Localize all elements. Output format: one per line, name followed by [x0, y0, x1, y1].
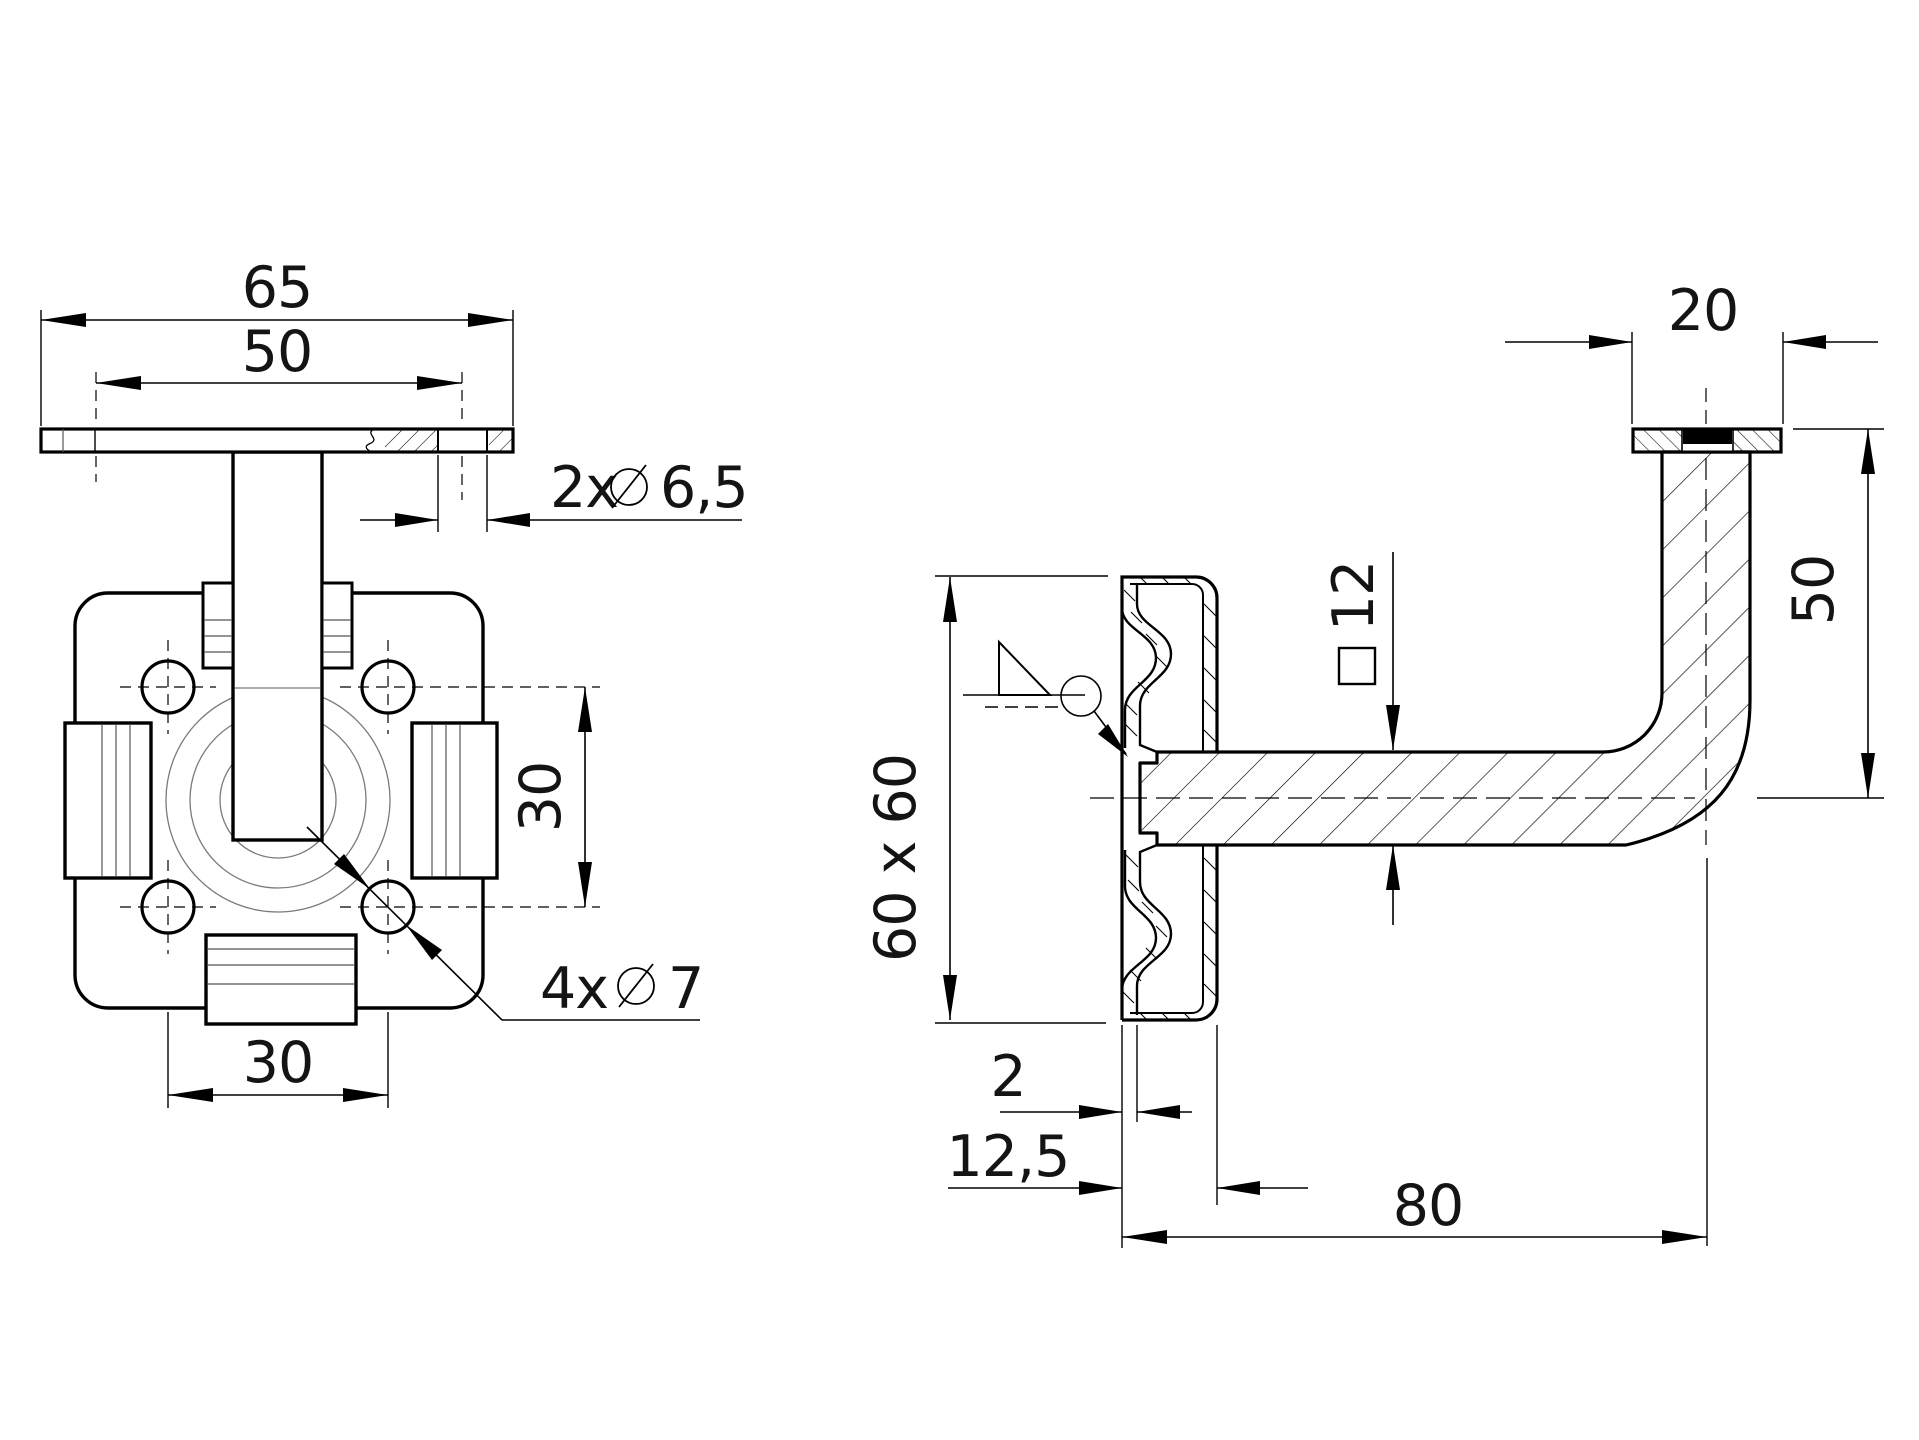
dimension-65: 65: [40, 255, 514, 426]
dim-2x-value: 6,5: [660, 455, 748, 521]
hole-centerlines: [120, 640, 600, 954]
side-clip-lines: [101, 724, 461, 877]
dim-20-label: 20: [1668, 278, 1739, 344]
side-view: 20 50 60 x 60 12: [863, 278, 1884, 1248]
fillet-weld-symbol: [963, 639, 1128, 757]
dim-30v-label: 30: [508, 762, 574, 833]
dimension-20: 20: [1505, 278, 1878, 424]
dimension-12-5: 12,5: [947, 1025, 1308, 1205]
saddle-plate: [1631, 427, 1783, 454]
dim-2x-count: 2x: [550, 455, 618, 521]
top-clips: [201, 581, 354, 670]
section-break-line: [365, 428, 375, 453]
support-column: [231, 450, 324, 842]
dimension-30-vertical: 30: [508, 687, 592, 907]
top-plate: [39, 427, 515, 454]
plate-hole-centerlines: [95, 372, 463, 500]
side-clips: [63, 721, 499, 880]
dim-30b-label: 30: [243, 1030, 314, 1096]
dimension-30-bottom: 30: [167, 1012, 389, 1108]
wall-plate-outline: [1120, 575, 1219, 1022]
dim-4x-count: 4x: [540, 956, 608, 1022]
dim-50s-label: 50: [1781, 555, 1847, 626]
dim-4x-value: 7: [668, 956, 703, 1022]
bottom-clip-lines: [207, 948, 355, 985]
weld-all-around-icon: [1060, 675, 1102, 717]
diameter-icon: [610, 464, 648, 509]
dim-80-label: 80: [1393, 1173, 1464, 1239]
dimension-4x-7: 4x 7: [306, 826, 704, 1022]
dimension-60x60: 60 x 60: [863, 575, 1108, 1024]
front-view: 65 50 2x 6,5: [39, 255, 749, 1108]
bracket-arm-section: [1138, 450, 1752, 847]
dimension-50: 50: [96, 319, 462, 390]
dimension-80: 80: [1122, 858, 1708, 1246]
dimension-2x-6-5: 2x 6,5: [360, 455, 749, 532]
dimension-50-side: 50: [1757, 428, 1884, 799]
dim-2-label: 2: [990, 1044, 1025, 1110]
dim-12-label: 12: [1321, 561, 1387, 632]
dim-12-5-label: 12,5: [947, 1124, 1070, 1190]
rubber-insert: [1683, 430, 1732, 444]
bottom-clip: [204, 933, 358, 1026]
dim-50-label: 50: [242, 319, 313, 385]
dim-60x60-label: 60 x 60: [863, 754, 929, 962]
top-clip-lines: [204, 619, 351, 653]
dimension-square-12: 12: [1321, 552, 1400, 925]
square-section-icon: [1337, 646, 1377, 686]
dimension-2: 2: [990, 1025, 1192, 1248]
dim-65-label: 65: [242, 255, 313, 321]
sheet-hatch-ticks: [1122, 576, 1217, 1021]
side-centerlines: [1090, 388, 1707, 845]
stamped-sheet: [1120, 584, 1173, 1015]
cover-cap-inner: [1130, 583, 1204, 1014]
diameter-icon: [617, 963, 655, 1008]
